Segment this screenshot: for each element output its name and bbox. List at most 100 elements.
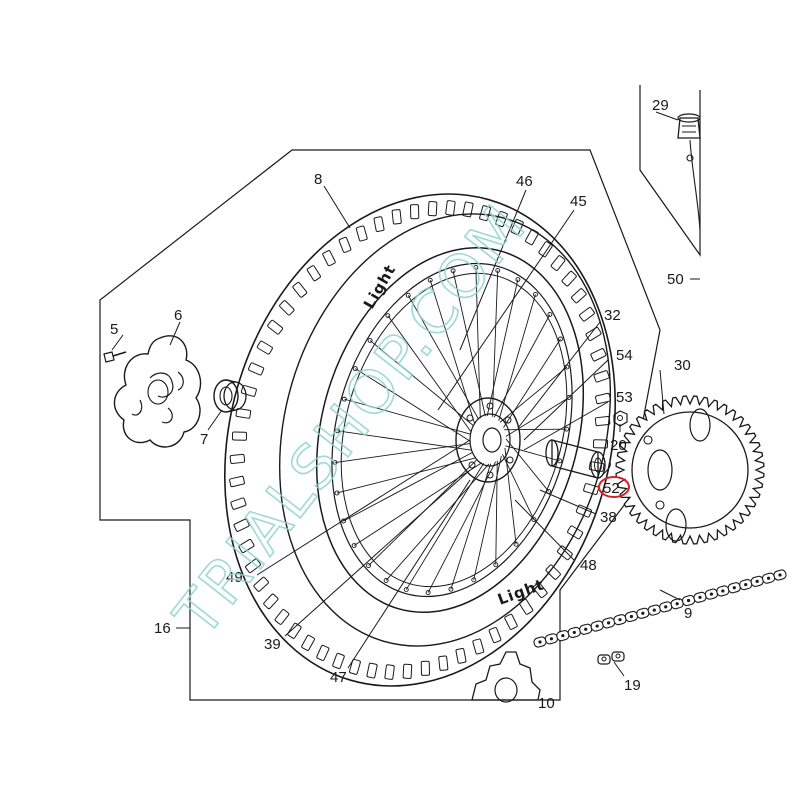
spoke-nipple	[495, 267, 501, 273]
tread-block	[231, 431, 248, 441]
tread-block	[556, 545, 573, 561]
sprocket-tooth-ring	[615, 395, 765, 545]
spoke-nipple	[352, 366, 358, 372]
spoke-nipple	[566, 395, 572, 400]
tread-block	[545, 564, 561, 580]
callout-16: 16	[154, 620, 171, 637]
watermark-text: TRIALSHOP.COM	[161, 191, 541, 650]
spoke-nipple	[332, 460, 338, 465]
spoke-nipple	[351, 543, 357, 548]
callout-49: 49	[226, 569, 243, 586]
tread-block	[248, 362, 265, 376]
callout-30: 30	[674, 357, 691, 374]
spoke-nipple	[366, 563, 371, 569]
brake-disc	[113, 335, 202, 448]
tread-block	[583, 483, 600, 495]
spoke-nipple	[427, 277, 433, 283]
chain-pin	[595, 624, 599, 628]
chain-pin	[698, 595, 702, 599]
tread-block	[256, 340, 273, 355]
callout-47: 47	[330, 669, 347, 686]
tread-block	[391, 209, 402, 225]
rear-tire: Light Light	[223, 193, 617, 687]
tread-block	[488, 627, 502, 644]
spoke-nipple	[403, 587, 409, 593]
tread-block	[593, 370, 610, 383]
spoke-nipple	[564, 426, 569, 432]
chain-pin	[641, 611, 645, 615]
tread-block	[306, 265, 321, 282]
spoke	[505, 445, 560, 462]
disc-bolt	[103, 351, 127, 363]
spoke-nipple	[558, 336, 563, 342]
tread-block	[229, 475, 245, 488]
tread-block	[571, 288, 587, 304]
chain-pin	[652, 608, 656, 612]
brake-fluid-reservoir	[677, 113, 701, 231]
axle-spacer	[545, 439, 606, 479]
callout-38: 38	[600, 509, 617, 526]
tread-block	[253, 576, 269, 592]
spoke	[502, 454, 535, 520]
chain-pin	[629, 614, 634, 619]
callout-53: 53	[616, 389, 633, 406]
tread-block	[538, 241, 553, 258]
wheel-spokes	[332, 265, 572, 595]
callout-6: 6	[174, 307, 182, 324]
chain-pin	[686, 598, 691, 603]
spoke-nipple	[515, 277, 521, 282]
rear-sprocket	[615, 395, 765, 545]
tread-block	[519, 598, 534, 615]
chain-pin	[709, 592, 714, 596]
tread-block	[532, 582, 548, 599]
subassembly-frame	[639, 85, 701, 257]
front-sprocket	[471, 651, 541, 703]
spoke-nipple	[448, 586, 454, 592]
spoke-nipple	[383, 578, 389, 583]
tread-block	[373, 216, 385, 232]
chain-pin	[766, 576, 771, 580]
spoke	[499, 366, 568, 423]
tread-block	[301, 634, 315, 651]
leader-lines	[111, 111, 700, 677]
highlight-circle-52	[598, 476, 630, 498]
chain-pin	[778, 573, 782, 577]
spoke	[429, 280, 476, 424]
callout-5: 5	[110, 321, 118, 338]
tread-block	[322, 250, 336, 267]
chain-pin	[664, 605, 668, 609]
spoke-nipple	[513, 541, 519, 547]
tread-block	[595, 392, 611, 405]
tread-block	[427, 201, 438, 217]
tread-block	[550, 255, 566, 271]
axle-nut	[613, 410, 628, 427]
tread-block	[590, 348, 607, 362]
chain-pin	[744, 582, 748, 587]
spoke	[355, 368, 471, 442]
spoke-nipple	[473, 265, 479, 270]
spoke	[336, 457, 477, 494]
spoke	[503, 338, 561, 428]
callout-29: 29	[652, 97, 669, 114]
spoke-nipple	[531, 517, 537, 523]
callout-52: 52	[603, 480, 620, 497]
callout-50: 50	[667, 271, 684, 288]
tread-block	[238, 538, 255, 553]
tread-block	[525, 229, 539, 246]
chain-pin	[538, 640, 542, 644]
tread-block	[263, 593, 279, 610]
tread-block	[235, 408, 252, 419]
tire-tread	[229, 200, 611, 680]
tread-block	[455, 648, 467, 664]
callout-46: 46	[516, 173, 533, 190]
wheel-rim	[315, 247, 585, 613]
spoke	[475, 267, 481, 419]
spoke-nipple	[335, 428, 340, 434]
tread-block	[287, 622, 302, 639]
tread-block	[355, 225, 368, 242]
tread-block	[332, 652, 345, 669]
spoke	[491, 270, 499, 417]
spoke	[505, 438, 550, 492]
bearing-seal	[213, 379, 247, 413]
tread-block	[366, 662, 378, 679]
